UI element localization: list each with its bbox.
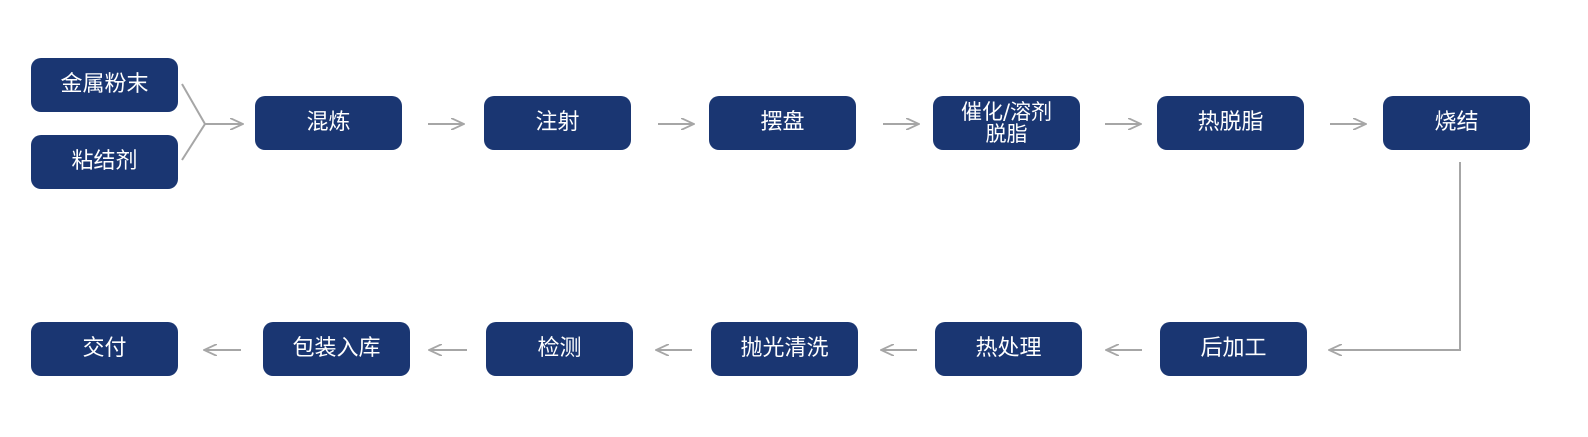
node-injection: 注射	[484, 96, 631, 150]
node-polishing-cleaning: 抛光清洗	[711, 322, 858, 376]
merge-line-binder	[181, 123, 206, 161]
node-catalytic-debinding: 催化/溶剂 脱脂	[933, 96, 1080, 150]
node-label: 摆盘	[760, 110, 805, 135]
node-sintering: 烧结	[1383, 96, 1530, 150]
node-packaging-storage: 包装入库	[263, 322, 410, 376]
node-mixing: 混炼	[255, 96, 402, 150]
node-post-processing: 后加工	[1160, 322, 1307, 376]
node-label: 金属粉末	[60, 72, 149, 97]
node-label: 烧结	[1434, 110, 1479, 135]
node-tray-loading: 摆盘	[709, 96, 856, 150]
node-label: 后加工	[1200, 336, 1267, 361]
node-metal-powder: 金属粉末	[31, 58, 178, 112]
node-label: 交付	[82, 336, 127, 361]
node-label: 注射	[535, 110, 580, 135]
node-heat-treatment: 热处理	[935, 322, 1082, 376]
node-label: 热处理	[975, 336, 1042, 361]
node-label: 热脱脂	[1197, 110, 1264, 135]
merge-line-metal-powder	[181, 83, 206, 125]
node-label: 检测	[537, 336, 582, 361]
arrow-sintering-to-post-processing	[1329, 162, 1461, 350]
node-label: 包装入库	[292, 336, 381, 361]
node-label: 抛光清洗	[740, 336, 829, 361]
node-binder: 粘结剂	[31, 135, 178, 189]
node-thermal-debinding: 热脱脂	[1157, 96, 1304, 150]
node-label: 粘结剂	[71, 149, 138, 174]
node-inspection: 检测	[486, 322, 633, 376]
node-delivery: 交付	[31, 322, 178, 376]
node-label: 催化/溶剂 脱脂	[960, 100, 1053, 146]
node-label: 混炼	[306, 110, 351, 135]
